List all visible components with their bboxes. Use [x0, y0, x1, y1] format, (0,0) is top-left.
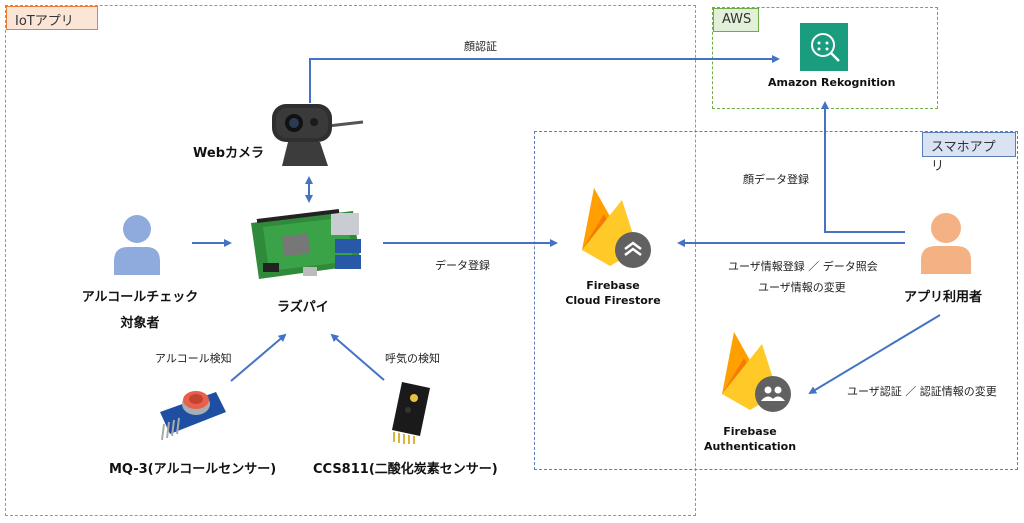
firestore-label-2: Cloud Firestore — [565, 294, 661, 307]
rekognition-icon — [800, 23, 848, 71]
arrow-user-auth — [808, 314, 941, 395]
subject-label-1: アルコールチェック — [81, 290, 199, 305]
arrow-mq3-raspi — [230, 333, 287, 382]
edge-label-alcohol-detect: アルコール検知 — [155, 352, 232, 365]
edge-label-breath-detect: 呼気の検知 — [385, 352, 440, 365]
auth-label-1: Firebase — [723, 425, 777, 438]
edge-label-face-data-register: 顔データ登録 — [743, 173, 809, 186]
subject-label-2: 対象者 — [120, 316, 160, 331]
raspi-label: ラズパイ — [277, 300, 329, 315]
edge-label-user-auth: ユーザ認証 ／ 認証情報の変更 — [847, 385, 997, 398]
arrow-user-rekognition — [821, 101, 905, 233]
auth-label-2: Authentication — [703, 440, 797, 453]
arrow-face-auth — [309, 55, 780, 103]
webcam-label: Webカメラ — [193, 146, 264, 161]
ccs811-label: CCS811(二酸化炭素センサー) — [313, 462, 498, 477]
smartphone-app-group-label: スマホアプリ — [922, 132, 1016, 174]
iot-app-group — [5, 5, 696, 516]
rekognition-label: Amazon Rekognition — [768, 76, 896, 89]
smartphone-app-group — [534, 131, 1018, 470]
iot-app-group-label: IoTアプリ — [6, 6, 98, 30]
firebase-auth-icon — [718, 328, 796, 416]
edge-label-face-auth: 顔認証 — [464, 40, 497, 53]
edge-label-data-register: データ登録 — [435, 259, 490, 272]
firestore-icon — [578, 184, 656, 272]
alcohol-sensor-icon — [156, 386, 228, 444]
aws-group-label: AWS — [713, 8, 759, 32]
webcam-icon — [268, 98, 364, 170]
mq3-label: MQ-3(アルコールセンサー) — [109, 462, 277, 477]
edge-label-user-info: ユーザ情報登録 ／ データ照会 — [728, 260, 878, 273]
subject-person-icon — [112, 213, 162, 275]
raspberry-pi-icon — [243, 205, 367, 283]
firestore-label-1: Firebase — [586, 279, 640, 292]
app-user-person-icon — [918, 212, 974, 274]
arrow-ccs811-raspi — [330, 333, 385, 381]
app-user-label: アプリ利用者 — [904, 290, 983, 305]
co2-sensor-icon — [388, 380, 432, 444]
edge-label-user-change: ユーザ情報の変更 — [758, 281, 846, 294]
